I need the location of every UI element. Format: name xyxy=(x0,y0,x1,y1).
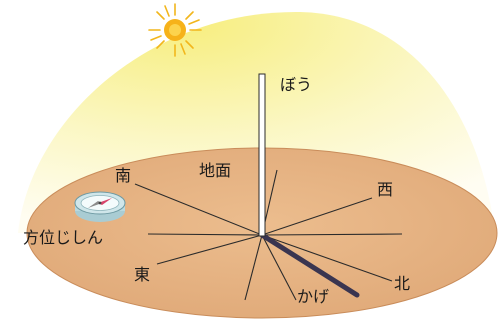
stick-shadow xyxy=(259,232,360,298)
line-west xyxy=(261,197,373,236)
sun-icon xyxy=(148,3,202,57)
direction-lines xyxy=(134,169,403,301)
label-south: 南 xyxy=(115,166,132,185)
label-stick: ぼう xyxy=(280,75,313,94)
stick xyxy=(258,73,266,237)
label-shadow: かげ xyxy=(297,287,330,306)
line-south xyxy=(134,183,263,236)
line-right-horizontal xyxy=(261,233,403,236)
label-west: 西 xyxy=(377,180,394,199)
label-east: 東 xyxy=(134,265,151,284)
label-ground: 地面 xyxy=(199,161,232,180)
compass-icon xyxy=(74,191,126,222)
line-left-horizontal xyxy=(147,233,263,236)
line-north-ext xyxy=(261,234,393,282)
line-down-right xyxy=(261,234,297,301)
line-vertical-down xyxy=(244,234,263,301)
label-north: 北 xyxy=(394,274,411,293)
label-compass: 方位じしん xyxy=(23,228,104,247)
line-east xyxy=(156,234,263,265)
